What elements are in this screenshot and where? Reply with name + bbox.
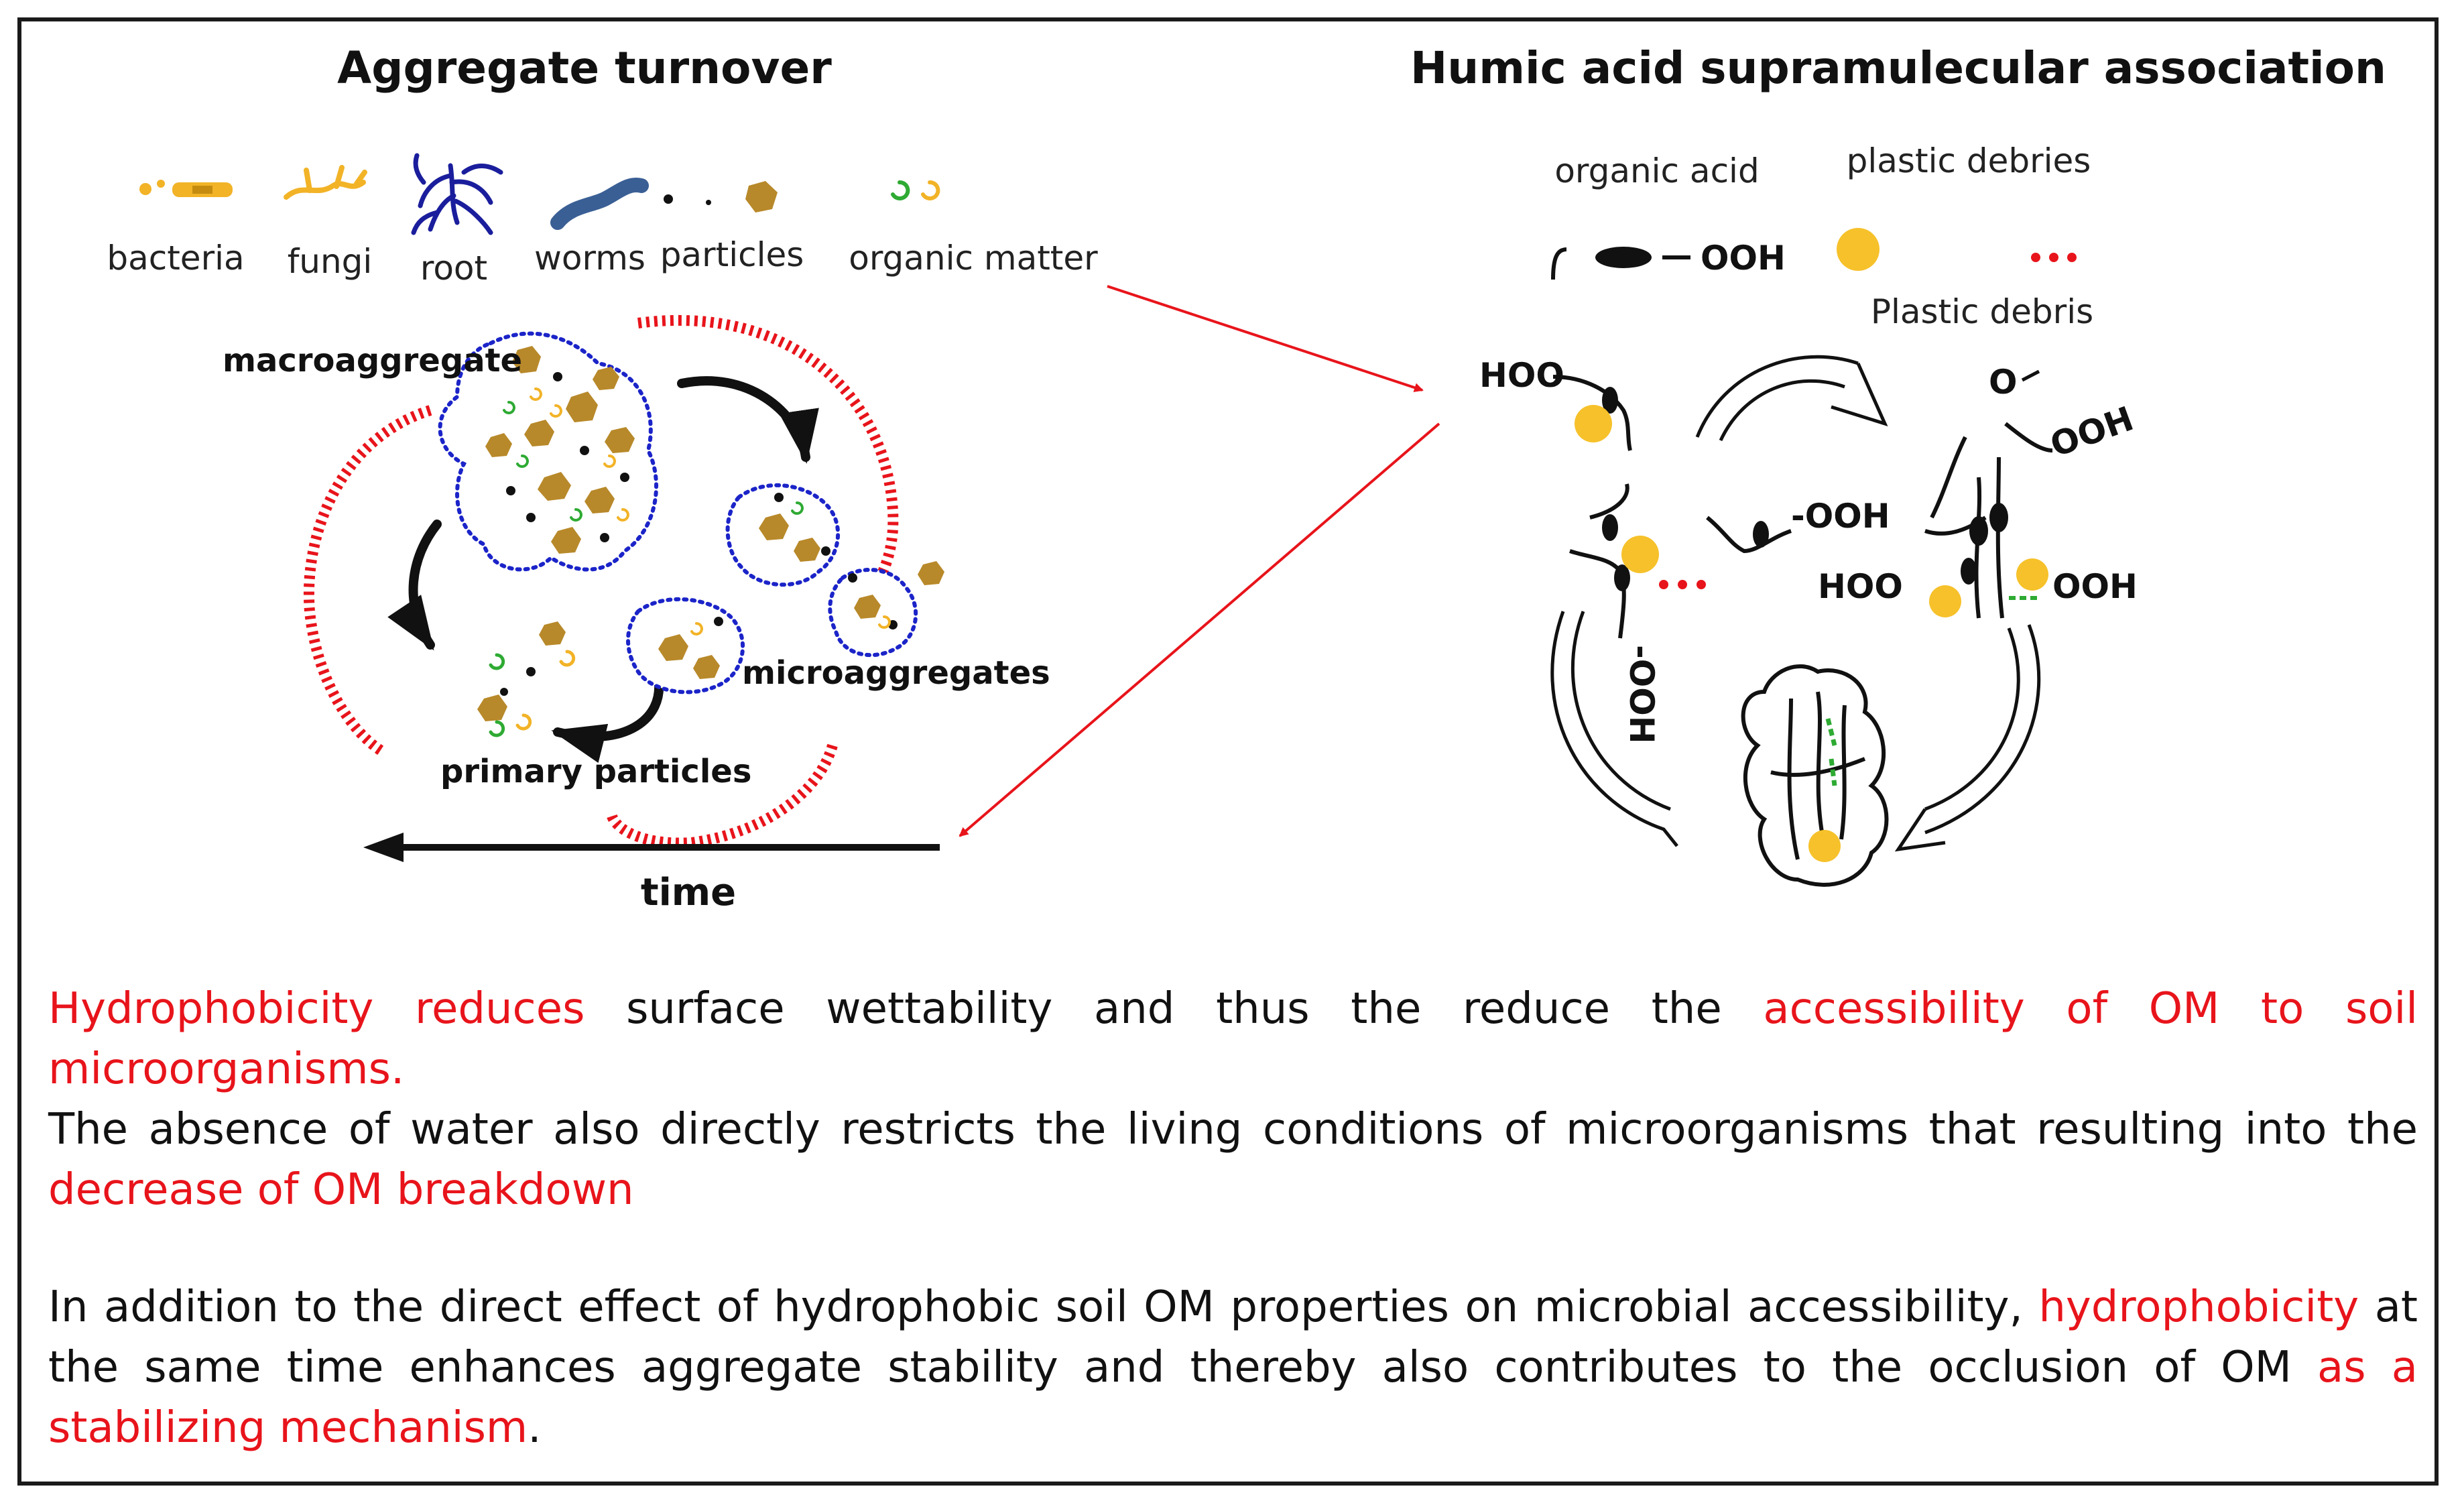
paragraph-water-absence: The absence of water also directly restr… — [48, 1099, 2418, 1220]
label-microaggregates: microaggregates — [742, 654, 1050, 692]
chem-ooh-right-top: OOH — [2045, 399, 2138, 465]
chem-ooh-mid: -OOH — [1791, 497, 1890, 536]
molecule-right-cluster — [1924, 422, 2053, 619]
time-arrow-head — [363, 833, 404, 862]
particles-legend-icon — [664, 181, 778, 213]
molecule-mid — [1706, 516, 1792, 554]
organic-acid-icon — [1551, 247, 1690, 280]
chem-o-top: O — [1989, 363, 2018, 402]
legend-bacteria: bacteria — [107, 239, 244, 278]
title-humic-acid: Humic acid supramulecular association — [1410, 42, 2386, 94]
paragraph-hydrophobicity: Hydrophobicity reduces surface wettabili… — [48, 979, 2418, 1099]
legend-ooh: OOH — [1701, 239, 1786, 278]
p2-black-1: The absence of water also directly restr… — [48, 1105, 2418, 1154]
fungi-icon — [284, 165, 367, 200]
red-arrow-to-humic — [1107, 285, 1424, 392]
p3-black-2: at the same time enhances aggregate stab… — [48, 1282, 2418, 1392]
worm-icon — [550, 178, 649, 230]
black-cycle-arrows — [387, 376, 819, 764]
microaggregate-particles — [658, 493, 944, 679]
humic-aggregate-inclusions — [1808, 718, 1841, 862]
figure-frame: Aggregate turnover Humic acid supramulec… — [17, 17, 2439, 1486]
legend-plastic-debries: plastic debries — [1847, 141, 2091, 180]
legend-root: root — [420, 249, 487, 288]
p2-red-1: decrease of OM breakdown — [48, 1165, 634, 1215]
legend-organic-acid: organic acid — [1554, 152, 1759, 190]
fragment-top-right — [2021, 369, 2040, 382]
macroaggregate-particles — [485, 346, 635, 554]
hollow-arrow-bottom — [1550, 611, 2041, 852]
title-aggregate-turnover: Aggregate turnover — [337, 42, 832, 94]
p3-black-3: . — [528, 1403, 542, 1453]
humic-aggregate-center — [1741, 664, 1889, 887]
chem-hoo-right: HOO — [1818, 567, 1903, 606]
diagram-canvas: Aggregate turnover Humic acid supramulec… — [107, 42, 2386, 914]
label-time: time — [641, 871, 736, 914]
legend-organic-matter: organic matter — [849, 239, 1098, 278]
label-primary-particles: primary particles — [440, 753, 751, 790]
plastic-debris-icon — [1837, 228, 1880, 271]
legend-particles: particles — [660, 235, 804, 274]
chem-hoo-top: HOO — [1479, 356, 1564, 395]
p3-red-2: as a stabilizing mechanism — [48, 1343, 2418, 1453]
p1-black-1: surface wettability and thus the reduce … — [584, 984, 1764, 1034]
chem-ooh-right: OOH — [2052, 567, 2138, 606]
paragraph-aggregate-stability: In addition to the direct effect of hydr… — [48, 1277, 2418, 1458]
legend-worms: worms — [534, 239, 645, 278]
organic-matter-legend-icon — [891, 180, 940, 200]
red-arrow-to-time — [959, 422, 1440, 837]
chem-ooh-vertical: -OOH — [1622, 645, 1661, 744]
hollow-arrow-top — [1695, 355, 1888, 442]
bacteria-icon — [139, 180, 233, 197]
root-icon — [411, 153, 503, 235]
p1-red-2: accessibility of OM to soil microorganis… — [48, 984, 2418, 1094]
molecule-top-left — [1552, 375, 1632, 451]
label-macroaggregate: macroaggregate — [223, 342, 522, 379]
legend-fungi: fungi — [288, 242, 373, 281]
primary-particles-cluster — [477, 621, 576, 737]
molecule-mid-left — [1569, 483, 1706, 639]
legend-plastic-debris: Plastic debris — [1871, 292, 2093, 331]
p3-black-1: In addition to the direct effect of hydr… — [48, 1282, 2039, 1332]
p3-red-1: hydrophobicity — [2038, 1282, 2359, 1332]
p1-red-1: Hydrophobicity reduces — [48, 984, 585, 1034]
plastic-debris-red-dots-icon — [2031, 253, 2077, 262]
